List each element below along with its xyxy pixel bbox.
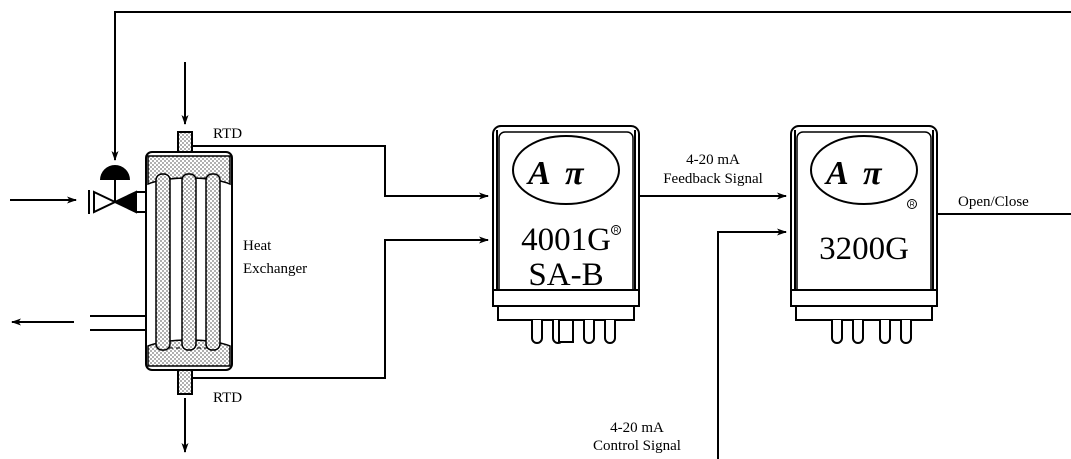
rtd-bottom-signal-line [192,236,489,379]
control-signal-line [717,228,787,459]
module-1-registered-mark: R [614,228,619,235]
rtd-top-signal-line [192,145,489,200]
module-1-logo-pi: π [565,155,585,192]
module-2-model: 3200G [819,231,909,267]
heat-exchanger [145,131,233,395]
control-signal-label-1: 4-20 mA [610,420,664,436]
module-1-model: 4001G [521,222,611,258]
module-1-logo-oval [512,135,620,205]
feedback-signal-label-2: Feedback Signal [663,171,763,187]
heat-exchanger-label-1: Heat [243,238,272,254]
module-1-submodel: SA-B [528,257,603,293]
control-valve [88,165,137,214]
open-close-label: Open/Close [958,194,1029,210]
module-4001g: A π R 4001G SA-B [492,125,640,344]
rtd-bottom-label: RTD [213,390,242,406]
control-signal-label-2: Control Signal [593,438,681,454]
valve-control-line [111,11,1071,161]
rtd-top-label: RTD [213,126,242,142]
module-1-logo-a: A [526,155,551,192]
module-2-logo-oval [810,135,918,205]
heat-exchanger-label-2: Exchanger [243,261,307,277]
module-2-logo-pi: π [863,155,883,192]
module-3200g: A π R 3200G [790,125,938,344]
module-2-logo-a: A [824,155,849,192]
module-2-registered-mark: R [910,202,915,209]
feedback-signal-label-1: 4-20 mA [686,152,740,168]
